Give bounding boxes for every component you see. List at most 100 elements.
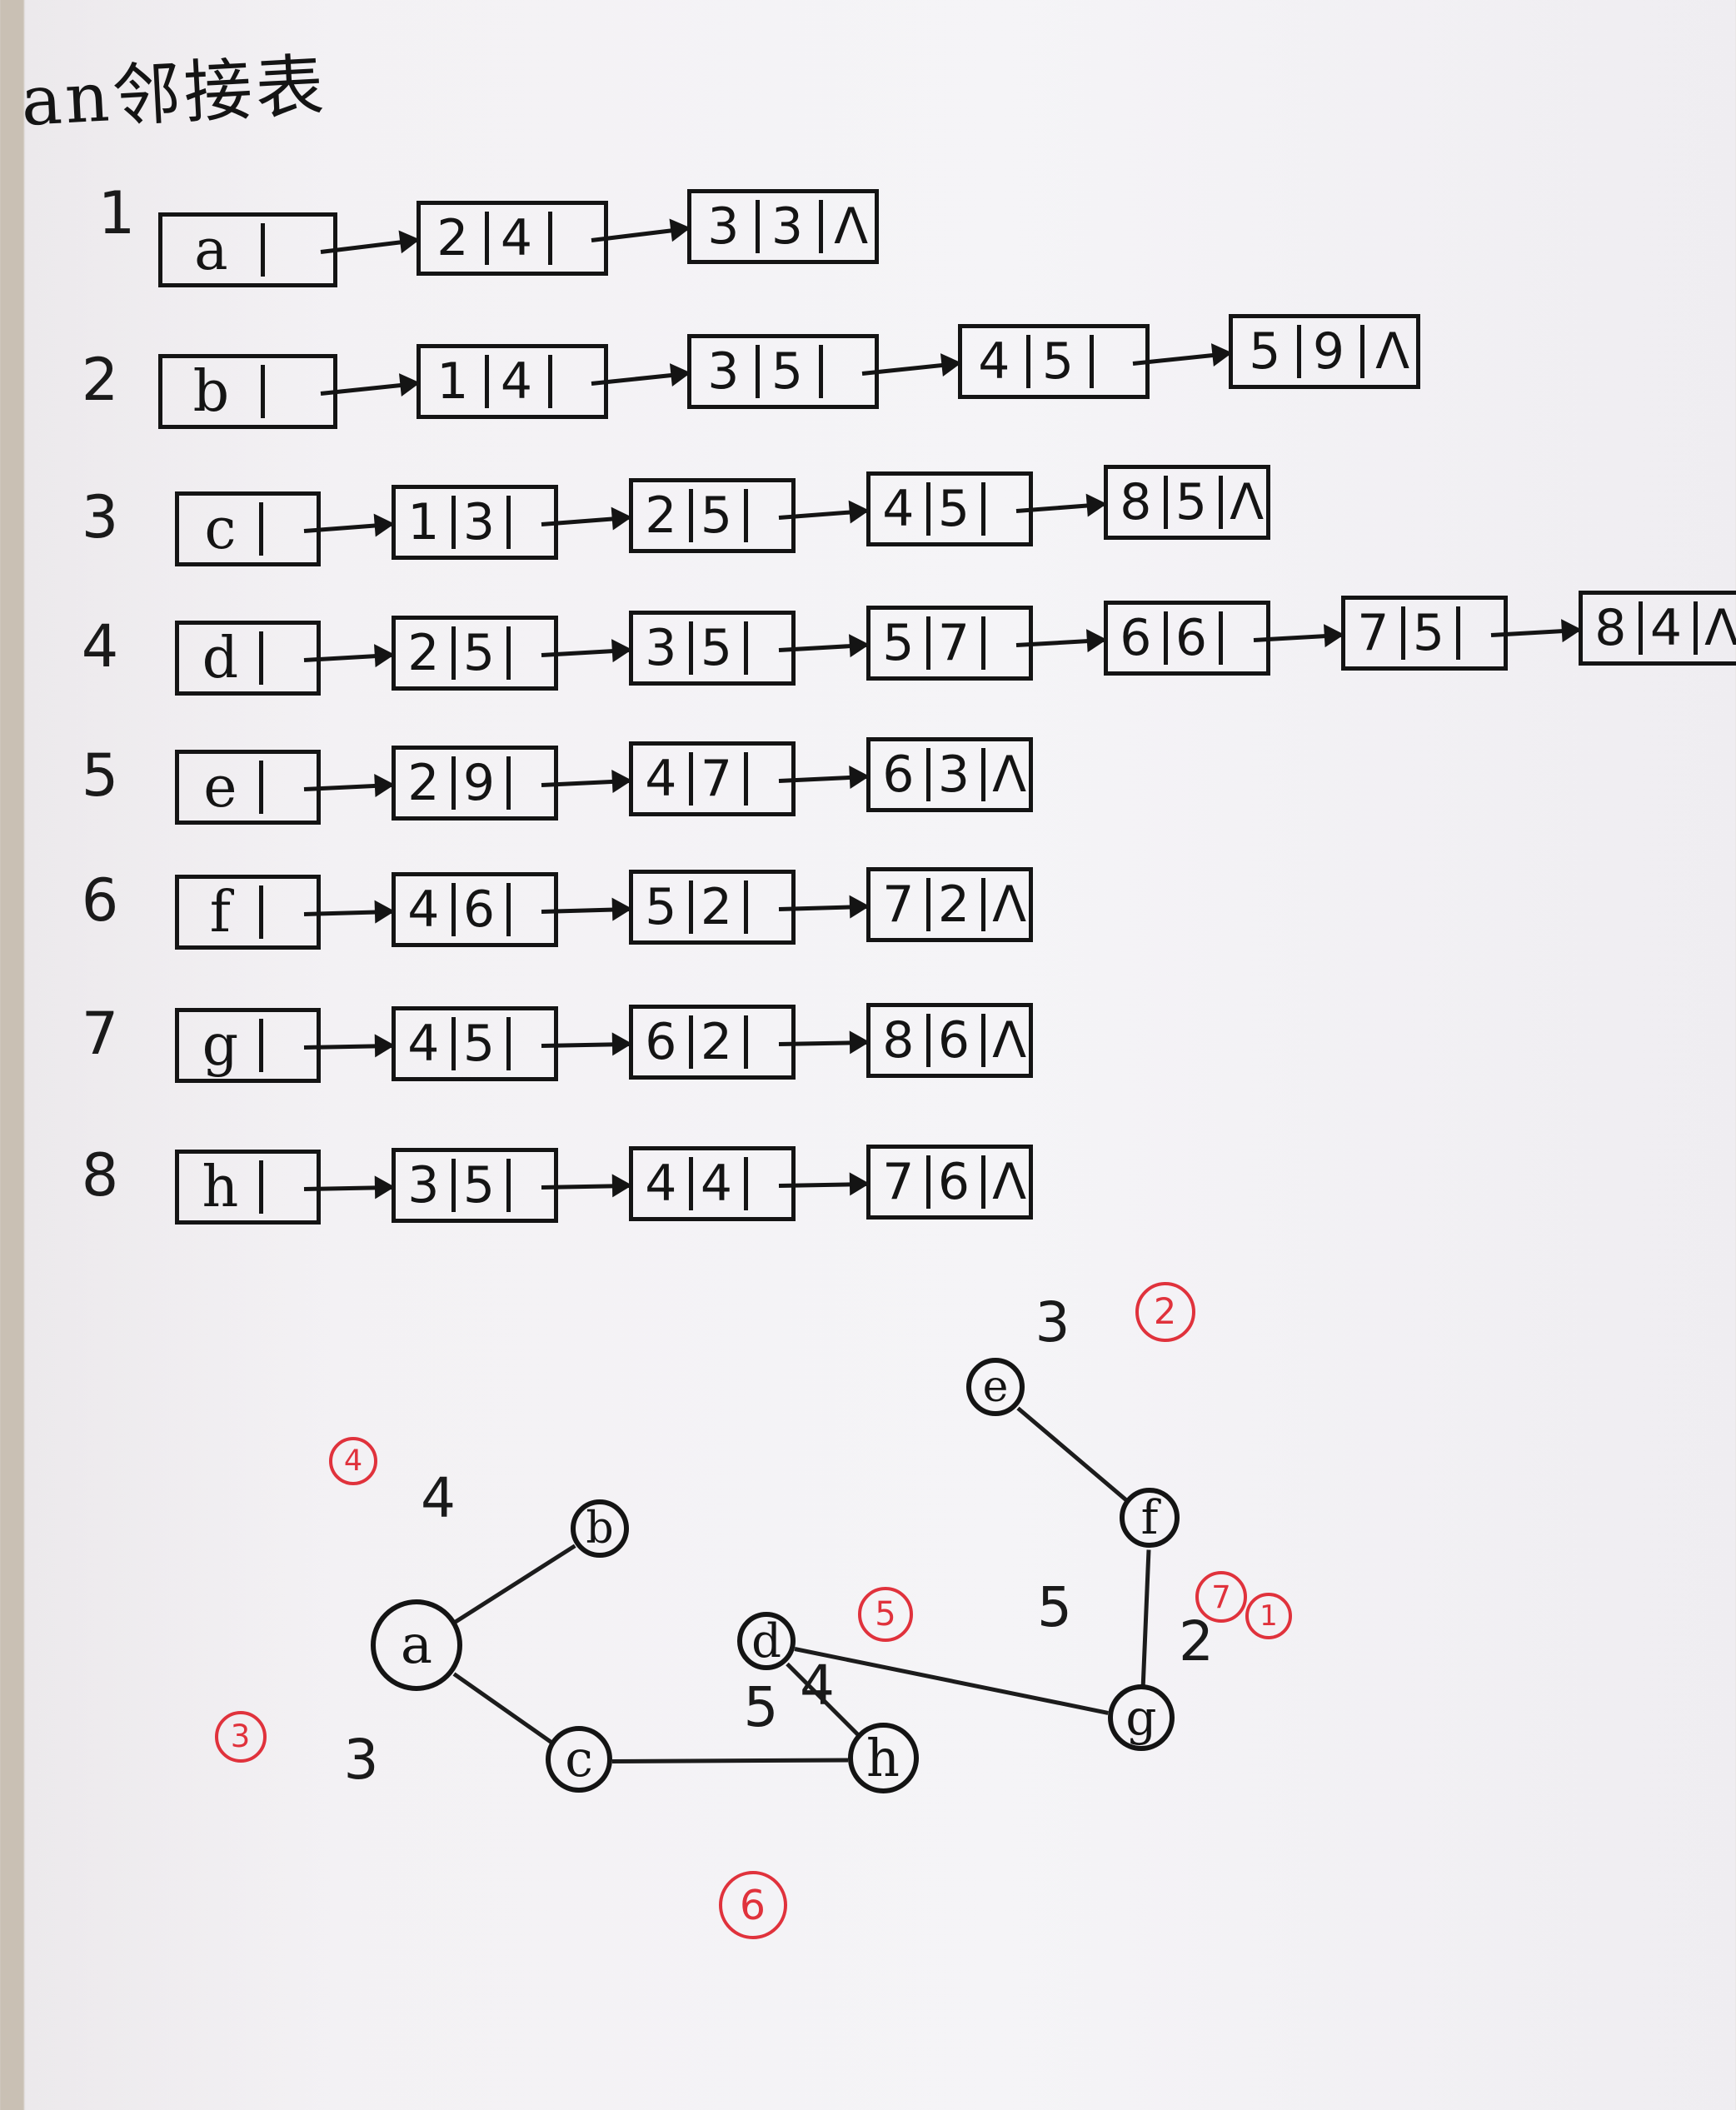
cell-divider (548, 355, 553, 408)
weight-cell: 5 (1412, 604, 1445, 662)
weight-cell: 7 (700, 750, 733, 808)
cell-divider (688, 752, 693, 806)
selection-order-badge: 6 (718, 1871, 787, 1939)
cell-divider (744, 1157, 749, 1210)
null-pointer-cell: Λ (834, 197, 869, 256)
vertex-head-node: f (175, 875, 321, 950)
adjvex-cell: 5 (882, 614, 915, 672)
graph-vertex-h: h (847, 1722, 919, 1793)
weight-cell: 6 (462, 880, 496, 939)
cell-divider (451, 883, 456, 936)
adjvex-cell: 4 (645, 750, 677, 808)
weight-cell: 2 (700, 1013, 733, 1071)
weight-cell: 2 (700, 878, 733, 936)
cell-divider (1219, 476, 1224, 529)
tree-edge (452, 1672, 553, 1744)
cell-divider (1400, 606, 1405, 660)
weight-cell: 5 (462, 1156, 496, 1215)
cell-divider (259, 502, 264, 556)
cell-divider (506, 626, 511, 680)
cell-divider (819, 200, 824, 253)
cell-divider (755, 345, 760, 398)
cell-divider (259, 885, 264, 939)
next-pointer-arrow (541, 1042, 630, 1048)
vertex-index-label: 3 (81, 483, 119, 551)
adjvex-cell: 7 (882, 1153, 915, 1211)
cell-divider (506, 496, 511, 549)
cell-divider (259, 631, 264, 685)
cell-divider (744, 880, 749, 934)
weight-cell: 5 (462, 1015, 496, 1073)
next-pointer-arrow (778, 1040, 867, 1046)
adjvex-cell: 7 (882, 875, 915, 934)
cell-divider (819, 345, 824, 398)
vertex-name-cell: a (194, 217, 228, 283)
graph-vertex-e: e (966, 1358, 1025, 1416)
selection-order-badge: 5 (858, 1587, 913, 1642)
cell-divider (259, 1160, 264, 1214)
cell-divider (744, 621, 749, 675)
cell-divider (925, 482, 930, 536)
edge-weight-label: 4 (800, 1654, 835, 1718)
weight-cell: 5 (937, 480, 970, 538)
tree-edge (454, 1544, 576, 1625)
cell-divider (451, 626, 456, 680)
tree-edge (611, 1758, 848, 1763)
cell-divider (688, 1015, 693, 1069)
null-pointer-cell: Λ (1704, 599, 1736, 657)
weight-cell: 4 (500, 209, 533, 267)
vertex-head-node: c (175, 491, 321, 566)
cell-divider (688, 489, 693, 542)
cell-divider (506, 1017, 511, 1070)
cell-divider (1163, 476, 1168, 529)
weight-cell: 4 (500, 352, 533, 411)
page-title: an邻接表 (18, 46, 330, 142)
cell-divider (1694, 601, 1699, 655)
weight-cell: 5 (462, 624, 496, 682)
adjvex-cell: 4 (645, 1155, 677, 1213)
weight-cell: 2 (937, 875, 970, 934)
next-pointer-arrow (303, 1185, 392, 1191)
selection-order-badge: 4 (329, 1437, 377, 1485)
vertex-head-node: b (158, 354, 337, 429)
cell-divider (1360, 325, 1365, 378)
cell-divider (981, 616, 986, 670)
cell-divider (261, 223, 266, 277)
weight-cell: 5 (1041, 332, 1075, 391)
cell-divider (451, 1159, 456, 1212)
cell-divider (925, 616, 930, 670)
adjvex-cell: 2 (645, 486, 677, 545)
adjvex-cell: 4 (407, 1015, 440, 1073)
cell-divider (451, 496, 456, 549)
cell-divider (925, 748, 930, 801)
vertex-name-cell: f (209, 879, 231, 945)
vertex-name-cell: d (202, 625, 239, 691)
weight-cell: 9 (1312, 322, 1345, 381)
vertex-name-cell: b (192, 358, 230, 425)
weight-cell: 4 (700, 1155, 733, 1213)
cell-divider (1638, 601, 1643, 655)
cell-divider (1025, 335, 1030, 388)
selection-order-badge: 2 (1135, 1281, 1195, 1342)
adjvex-cell: 2 (436, 209, 469, 267)
adjvex-cell: 5 (645, 878, 677, 936)
cell-divider (981, 482, 986, 536)
cell-divider (1456, 606, 1461, 660)
selection-order-badge: 1 (1245, 1593, 1292, 1639)
